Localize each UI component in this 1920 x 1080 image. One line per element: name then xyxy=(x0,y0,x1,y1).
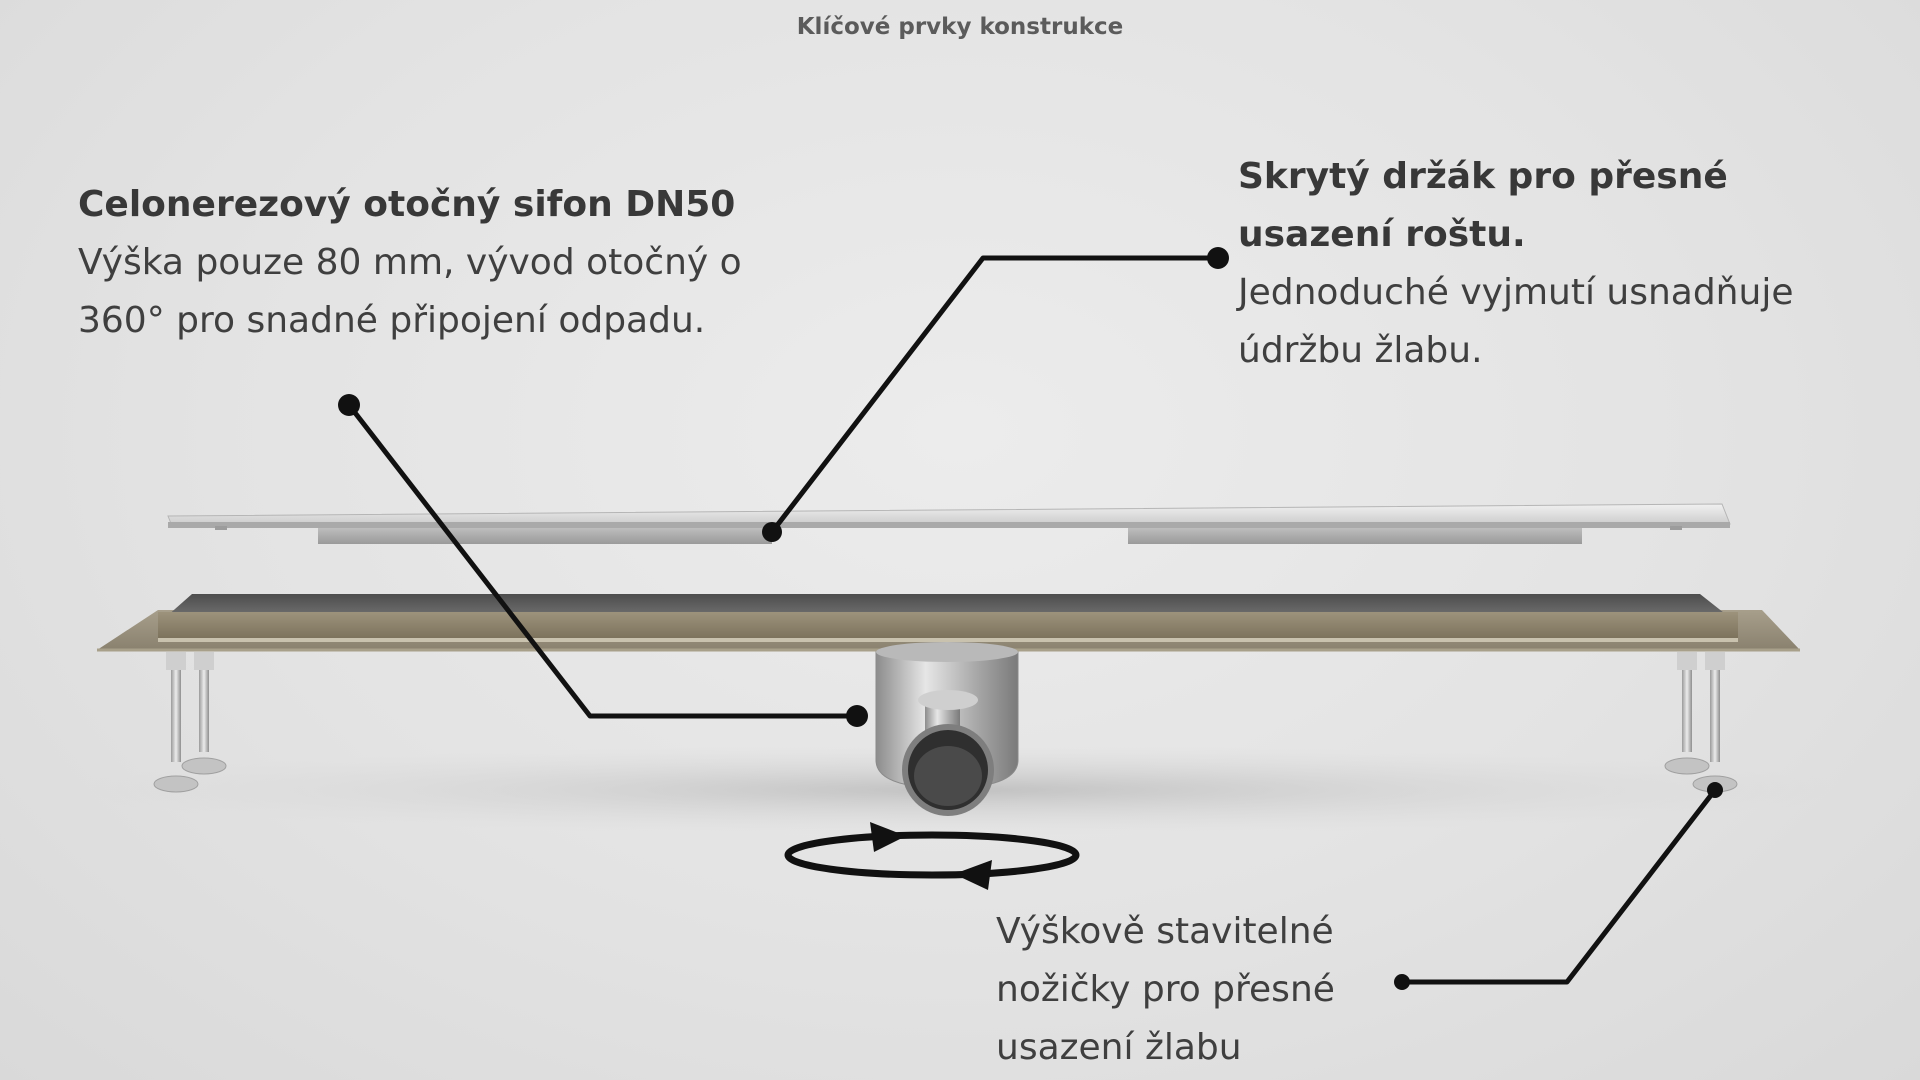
page-title: Klíčové prvky konstrukce xyxy=(796,14,1124,40)
rotation-arrows-icon xyxy=(784,822,1080,890)
callout-holder-heading-line-1: Skrytý držák pro přesné xyxy=(1238,156,1728,197)
siphon-dn50 xyxy=(875,642,1019,816)
leader-feet xyxy=(1394,782,1723,990)
callout-siphon: Celonerezový otočný sifon DN50 Výška pou… xyxy=(78,176,818,350)
adjustable-feet xyxy=(153,652,1738,793)
callout-holder: Skrytý držák pro přesné usazení roštu. J… xyxy=(1238,148,1878,380)
callout-siphon-heading: Celonerezový otočný sifon DN50 xyxy=(78,184,736,225)
hidden-holder-right xyxy=(1128,528,1582,544)
grate-cover xyxy=(167,503,1731,544)
callout-feet: Výškově stavitelné nožičky pro přesné us… xyxy=(996,903,1416,1077)
callout-siphon-line-2: 360° pro snadné připojení odpadu. xyxy=(78,300,706,341)
leader-siphon xyxy=(338,394,868,727)
drain-channel xyxy=(97,594,1800,652)
callout-feet-line-3: usazení žlabu xyxy=(996,1027,1242,1068)
hidden-holder-left xyxy=(318,528,772,544)
callout-holder-heading-line-2: usazení roštu. xyxy=(1238,214,1526,255)
callout-feet-line-1: Výškově stavitelné xyxy=(996,911,1334,952)
callout-siphon-line-1: Výška pouze 80 mm, vývod otočný o xyxy=(78,242,742,283)
callout-holder-line-2: údržbu žlabu. xyxy=(1238,330,1483,371)
leader-holder xyxy=(762,247,1229,542)
callout-holder-line-1: Jednoduché vyjmutí usnadňuje xyxy=(1238,272,1794,313)
callout-feet-line-2: nožičky pro přesné xyxy=(996,969,1335,1010)
